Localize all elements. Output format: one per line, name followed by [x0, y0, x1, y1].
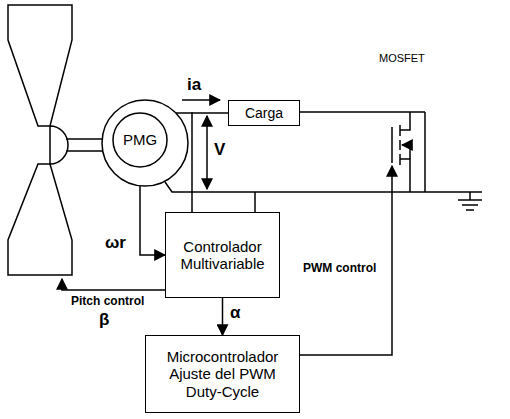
voltage-label: V	[213, 141, 226, 160]
ground-symbol	[462, 204, 478, 206]
signal-label: β	[98, 311, 110, 330]
signal-label: α	[229, 304, 241, 323]
shaft	[66, 150, 102, 152]
connector	[176, 112, 228, 114]
load-box: Carga	[228, 100, 300, 126]
mosfet-gate	[391, 127, 393, 163]
sense-wire	[191, 112, 193, 212]
node-text: PMG	[123, 131, 157, 148]
drain-wire	[300, 111, 425, 113]
pitch-wire	[62, 279, 165, 290]
shaft	[66, 138, 102, 140]
mosfet-channel	[399, 140, 401, 150]
ground-symbol	[469, 192, 471, 200]
controller-box: Controlador Multivariable	[165, 212, 280, 298]
node-text: Carga	[245, 105, 283, 121]
signal-label: ωr	[104, 234, 127, 253]
turbine-blade	[8, 164, 72, 275]
turbine-hub	[50, 126, 68, 164]
generator-circle: PMG	[101, 99, 189, 187]
signal-label: PWM control	[302, 262, 377, 275]
connector	[140, 186, 165, 255]
ground-symbol	[458, 199, 482, 201]
microcontroller-box: Microcontrolador Ajuste del PWM Duty-Cyc…	[145, 335, 300, 413]
sense-wire	[254, 192, 256, 212]
mosfet-body	[402, 144, 410, 146]
mosfet-body	[409, 145, 411, 159]
mosfet-diode	[424, 112, 426, 192]
mosfet-source	[400, 159, 410, 192]
node-text: Controlador Multivariable	[172, 238, 273, 273]
node-text: Microcontrolador Ajuste del PWM Duty-Cyc…	[152, 348, 293, 400]
signal-label: Pitch control	[70, 295, 145, 308]
ground-wire	[165, 182, 482, 192]
mosfet-drain	[400, 112, 410, 130]
ground-symbol	[466, 209, 474, 211]
pwm-wire	[300, 166, 392, 355]
component-label: MOSFET	[378, 52, 426, 64]
connector	[222, 298, 224, 335]
voltage-arrow	[206, 116, 208, 189]
turbine-blade	[8, 5, 72, 126]
current-arrow	[182, 99, 220, 101]
current-label: ia	[186, 76, 202, 95]
